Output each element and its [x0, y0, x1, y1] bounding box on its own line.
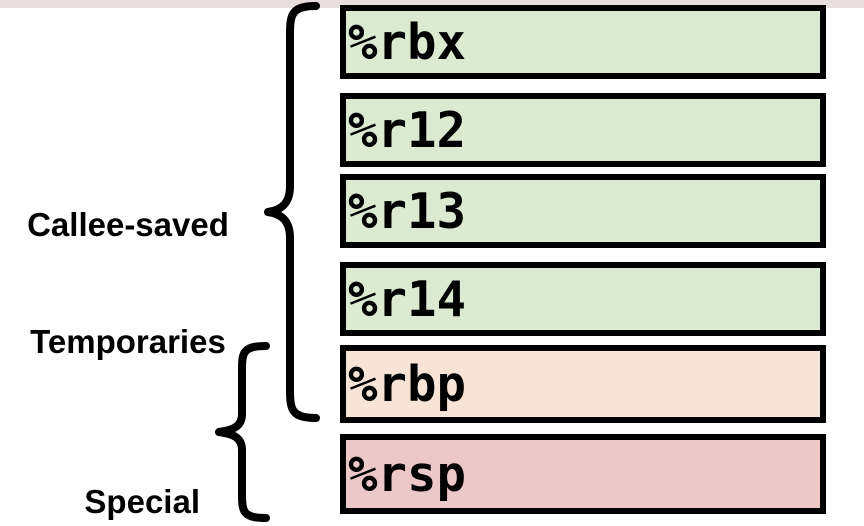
register-box-r12[interactable]: %r12: [340, 93, 826, 167]
group-label-callee-saved-line2: Temporaries: [30, 322, 226, 360]
register-name-rbp: %rbp: [348, 355, 467, 413]
register-name-rsp: %rsp: [348, 445, 467, 503]
group-label-callee-saved-line1: Callee-saved: [27, 205, 229, 243]
register-name-r14: %r14: [348, 270, 467, 328]
group-label-callee-saved: Callee-saved Temporaries: [6, 128, 250, 440]
register-box-rbp[interactable]: %rbp: [340, 345, 826, 423]
register-name-r12: %r12: [348, 101, 467, 159]
group-label-special: Special: [20, 405, 200, 526]
top-decorative-strip: [0, 0, 864, 8]
register-box-r14[interactable]: %r14: [340, 262, 826, 336]
register-box-rsp[interactable]: %rsp: [340, 434, 826, 514]
callee-saved-brace-icon: [264, 2, 320, 422]
group-label-special-line1: Special: [84, 482, 200, 520]
register-name-rbx: %rbx: [348, 13, 467, 71]
register-name-r13: %r13: [348, 182, 467, 240]
register-box-rbx[interactable]: %rbx: [340, 5, 826, 79]
register-box-r13[interactable]: %r13: [340, 174, 826, 248]
